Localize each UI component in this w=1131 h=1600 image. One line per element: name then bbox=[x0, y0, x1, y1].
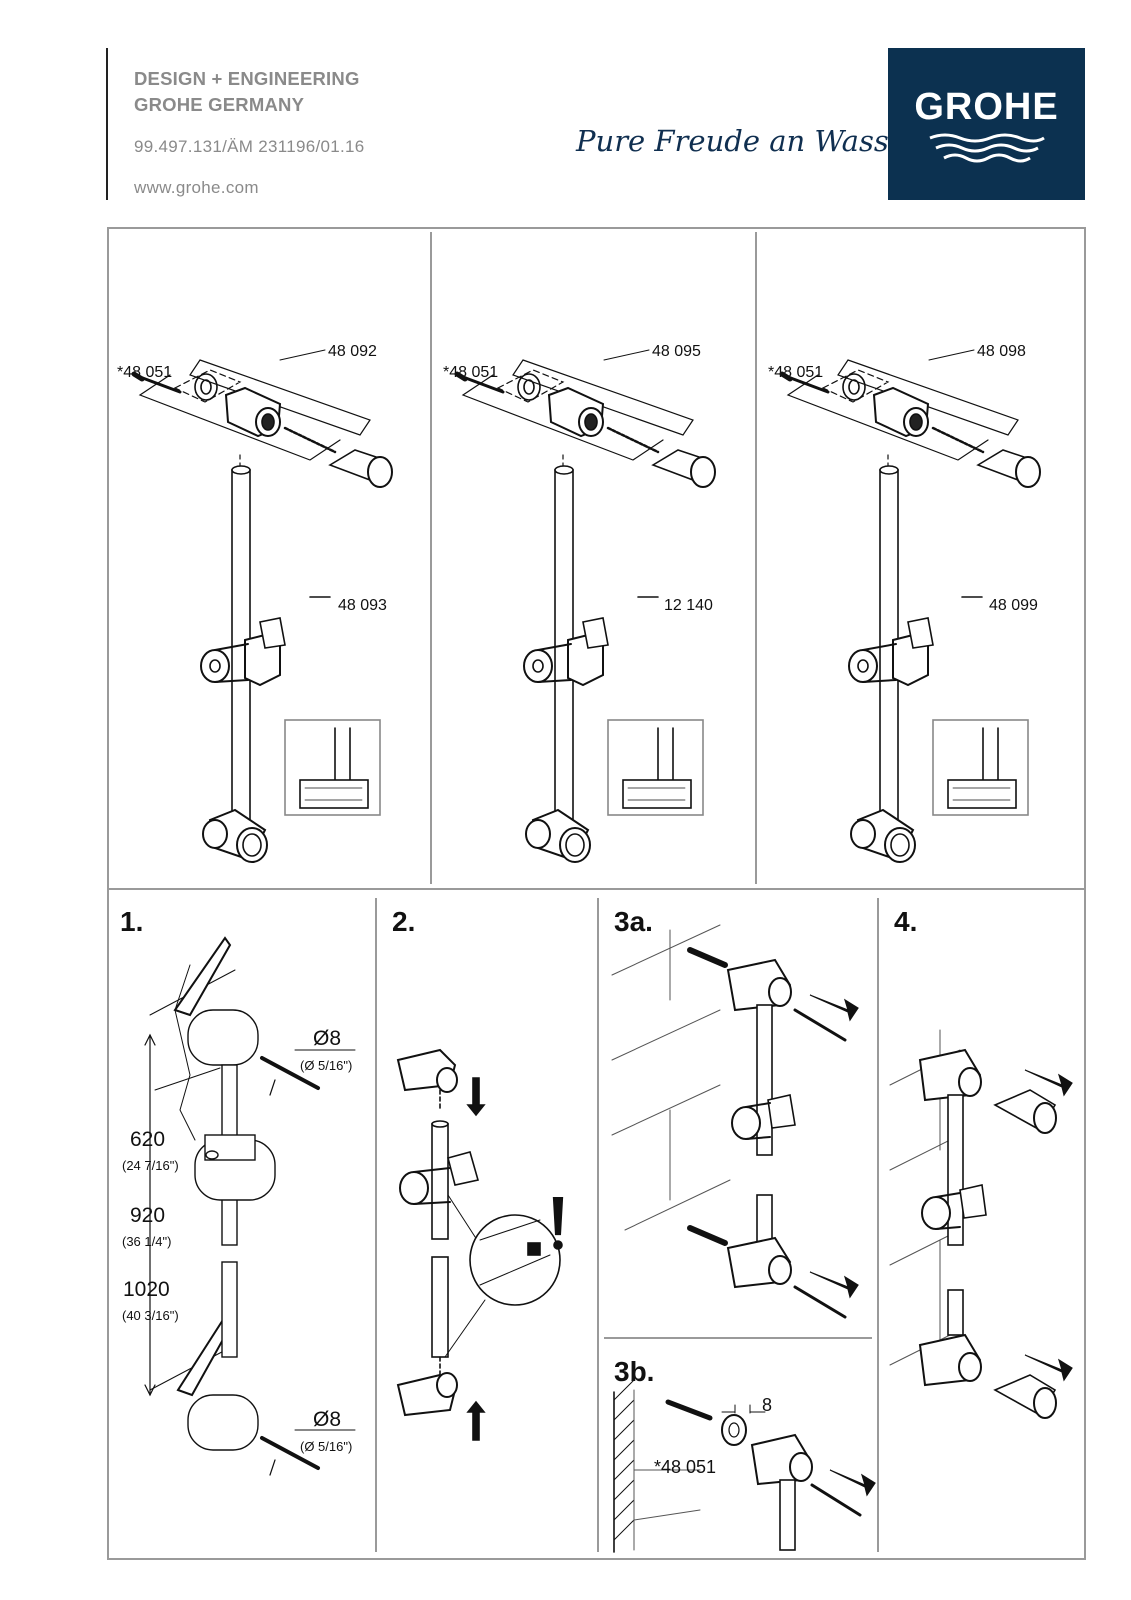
logo-wordmark: GROHE bbox=[914, 86, 1059, 128]
step-divider bbox=[877, 898, 879, 1552]
step-divider bbox=[375, 898, 377, 1552]
variant-2-slider-label: 12 140 bbox=[664, 597, 713, 614]
step1-drawing bbox=[144, 936, 356, 1476]
variant-2-bracket-label: 48 095 bbox=[652, 343, 701, 360]
variant-1-bracket-label: 48 092 bbox=[328, 343, 377, 360]
document-code: 99.497.131/ÄM 231196/01.16 bbox=[134, 137, 365, 156]
company-line-1: DESIGN + ENGINEERING bbox=[134, 68, 360, 89]
dimension-920-inch: (36 1/4") bbox=[122, 1234, 172, 1249]
drill-size-top: Ø8 bbox=[313, 1027, 342, 1050]
variant-divider bbox=[755, 232, 757, 884]
step3b-spacer-label: *48 051 bbox=[654, 1457, 717, 1477]
step-3a-number: 3a. bbox=[614, 906, 653, 937]
company-heading: DESIGN + ENGINEERING GROHE GERMANY bbox=[134, 66, 360, 118]
step2-drawing bbox=[396, 1048, 564, 1441]
instruction-frame bbox=[107, 227, 1086, 1560]
dimension-1020: 1020 bbox=[123, 1278, 170, 1301]
grohe-logo: GROHE bbox=[888, 48, 1085, 200]
step-4-number: 4. bbox=[894, 906, 918, 937]
variant-3-slider-label: 48 099 bbox=[989, 597, 1038, 614]
variant-2-spacer-label: *48 051 bbox=[443, 364, 499, 381]
step-1-number: 1. bbox=[120, 906, 144, 937]
step3a-drawing bbox=[611, 924, 859, 1319]
step-divider bbox=[597, 898, 599, 1552]
dimension-620: 620 bbox=[130, 1128, 166, 1151]
spacer-gap-dimension: 8 bbox=[762, 1395, 773, 1415]
step-divider bbox=[604, 1337, 872, 1339]
variant-1-slider-label: 48 093 bbox=[338, 597, 387, 614]
variant-1-spacer-label: *48 051 bbox=[117, 364, 173, 381]
step-2-number: 2. bbox=[392, 906, 416, 937]
step4-drawing bbox=[889, 1029, 1073, 1419]
dimension-920: 920 bbox=[130, 1204, 166, 1227]
drill-size-top-inch: (Ø 5/16") bbox=[300, 1058, 353, 1073]
logo-waves-icon bbox=[929, 133, 1045, 163]
variant-3-bracket-label: 48 098 bbox=[977, 343, 1026, 360]
step3b-drawing bbox=[613, 1379, 876, 1553]
website-link[interactable]: www.grohe.com bbox=[134, 178, 259, 197]
dimension-620-inch: (24 7/16") bbox=[122, 1158, 179, 1173]
dimension-1020-inch: (40 3/16") bbox=[122, 1308, 179, 1323]
variant-divider bbox=[430, 232, 432, 884]
step-3b-number: 3b. bbox=[614, 1356, 655, 1387]
drill-size-bottom: Ø8 bbox=[313, 1408, 342, 1431]
section-divider bbox=[107, 888, 1086, 890]
brand-tagline: Pure Freude an Wasser bbox=[576, 124, 920, 158]
header-divider bbox=[106, 48, 108, 200]
drill-size-bottom-inch: (Ø 5/16") bbox=[300, 1439, 353, 1454]
variant-3-spacer-label: *48 051 bbox=[768, 364, 824, 381]
company-line-2: GROHE GERMANY bbox=[134, 94, 305, 115]
